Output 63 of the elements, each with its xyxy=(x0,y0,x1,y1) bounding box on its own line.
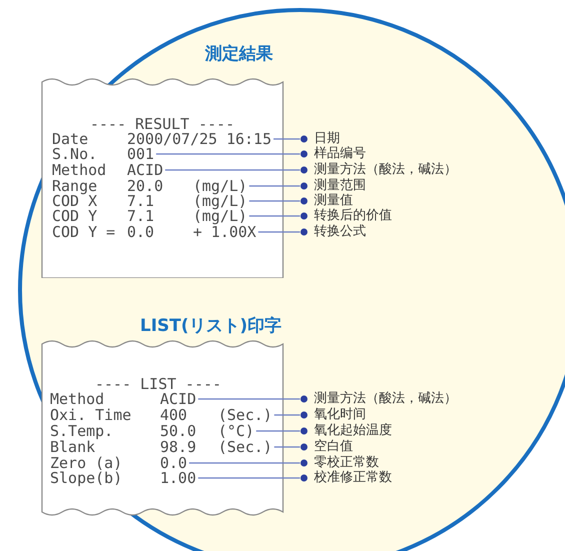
field-value: 001 xyxy=(127,146,154,162)
field-unit: (Sec.) xyxy=(218,439,272,455)
leader-line xyxy=(274,136,308,142)
leader-line xyxy=(256,428,308,434)
annotation-label: 测量范围 xyxy=(300,178,366,194)
leader-line xyxy=(189,460,308,466)
field-value: ACID xyxy=(160,391,196,407)
field-name: Blank xyxy=(50,439,96,455)
field-name: Slope(b) xyxy=(50,470,124,486)
field-unit: (mg/L) xyxy=(193,178,248,194)
field-value: 50.0 xyxy=(160,423,198,439)
field-value: 1.00 xyxy=(160,470,196,486)
annotation-label: 样品编号 xyxy=(300,146,366,162)
field-name: S.Temp. xyxy=(50,423,114,439)
field-value: 7.1 xyxy=(127,193,156,209)
leader-line xyxy=(274,412,308,418)
annotation-label: 转换后的价值 xyxy=(300,208,392,224)
field-name: Method xyxy=(50,391,106,407)
section-heading: 測定結果 xyxy=(205,43,273,65)
field-name: S.No. xyxy=(52,146,98,162)
annotation-label: 测量方法（酸法，碱法） xyxy=(300,162,457,178)
annotation-label: 氧化时间 xyxy=(300,407,366,423)
leader-line xyxy=(156,150,308,158)
field-value: 0.0 xyxy=(160,455,188,471)
annotation-label: 转换公式 xyxy=(300,224,366,240)
leader-line xyxy=(165,166,308,174)
leader-line xyxy=(274,444,308,450)
field-name: COD Y xyxy=(52,208,98,224)
leader-line xyxy=(249,182,308,190)
field-name: COD Y = xyxy=(52,224,116,240)
leader-line xyxy=(198,474,308,482)
annotation-label: 测量方法（酸法，碱法） xyxy=(300,391,457,407)
field-name: Zero (a) xyxy=(50,455,124,471)
field-name: COD X xyxy=(52,193,98,209)
field-value: 20.0 xyxy=(127,178,164,194)
leader-line xyxy=(249,198,308,204)
annotation-label: 零校正常数 xyxy=(300,455,379,471)
field-unit: (mg/L) xyxy=(193,208,248,224)
field-name: Date xyxy=(52,131,88,147)
field-unit: (°C) xyxy=(218,423,254,439)
field-unit: (Sec.) xyxy=(218,407,272,423)
annotation-label: 校准修正常数 xyxy=(300,470,392,486)
field-value: 0.0 xyxy=(127,224,156,240)
field-unit: (mg/L) xyxy=(193,193,248,209)
leader-line xyxy=(258,228,308,236)
field-unit: + 1.00X xyxy=(193,224,256,240)
leader-line xyxy=(249,212,308,220)
field-name: Oxi. Time xyxy=(50,407,132,423)
field-value: 400 xyxy=(160,407,188,423)
printout-header: ---- LIST ---- xyxy=(95,376,222,392)
section-heading: LIST(リスト)印字 xyxy=(140,315,282,337)
field-value: 2000/07/25 16:15 xyxy=(127,131,272,147)
leader-line xyxy=(198,396,308,402)
annotation-label: 氧化起始温度 xyxy=(300,423,392,439)
field-value: 98.9 xyxy=(160,439,198,455)
annotation-label: 日期 xyxy=(300,131,340,147)
field-name: Method xyxy=(52,162,108,178)
field-name: Range xyxy=(52,178,98,194)
annotation-label: 空白值 xyxy=(300,439,353,455)
field-value: ACID xyxy=(127,162,164,178)
field-value: 7.1 xyxy=(127,208,156,224)
printout-header: ---- RESULT ---- xyxy=(90,116,234,132)
annotation-label: 测量值 xyxy=(300,193,353,209)
